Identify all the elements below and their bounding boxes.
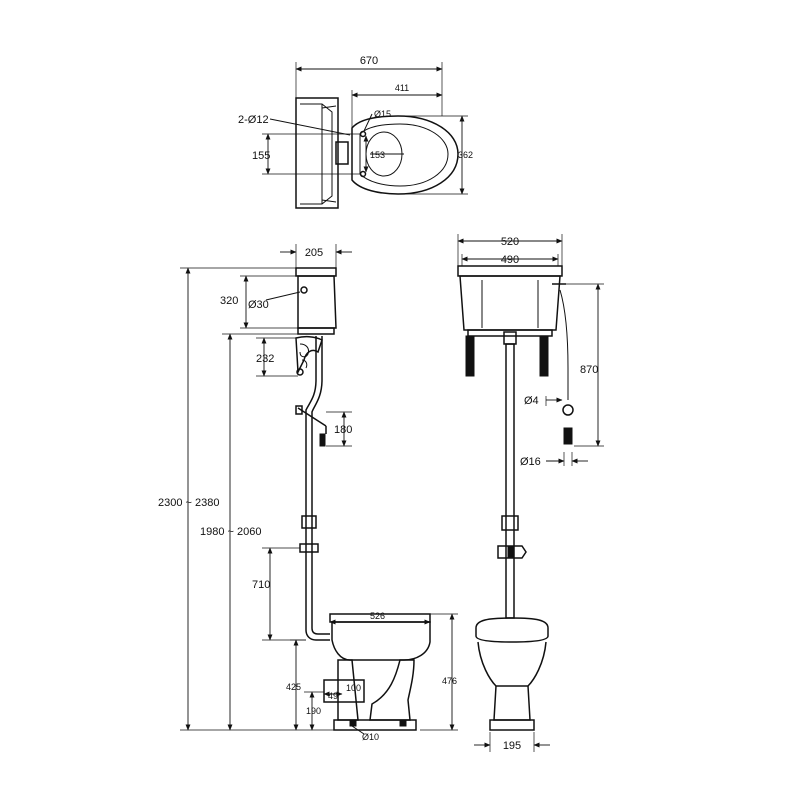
side-chain-handle — [295, 405, 327, 447]
dim-155-label: 155 — [252, 150, 270, 162]
front-flush-pipe — [497, 331, 527, 619]
dim-710: 710 — [252, 547, 306, 641]
dim-320-label: 320 — [220, 295, 238, 307]
dim-670: 670 — [295, 55, 443, 116]
dim-232-label: 232 — [256, 353, 274, 365]
dim-49-label: 49 — [328, 691, 338, 701]
dim-232: 232 — [256, 337, 298, 377]
side-pan — [323, 613, 431, 731]
dim-411: 411 — [351, 83, 443, 128]
dim-520-label: 520 — [501, 236, 519, 248]
plan-pan — [351, 115, 459, 195]
dim-180-label: 180 — [334, 424, 352, 436]
dim-153: 153 — [363, 135, 385, 173]
dim-d10: Ø10 — [351, 725, 379, 742]
dim-d15: Ø15 — [363, 109, 391, 132]
dim-870-label: 870 — [580, 364, 598, 376]
dim-2300-label: 2300 ~ 2380 — [158, 497, 219, 509]
dim-425: 425 190 — [286, 639, 324, 731]
front-chain — [559, 289, 574, 445]
plan-cistern — [295, 97, 349, 209]
dim-2-d12: 2-Ø12 — [238, 114, 351, 136]
dim-205-label: 205 — [305, 247, 323, 259]
dim-520: 520 — [457, 234, 563, 266]
dim-362: 362 — [400, 115, 473, 195]
dim-870: 870 — [566, 283, 604, 447]
dim-d4-label: Ø4 — [524, 395, 539, 407]
dim-100-label: 100 — [346, 683, 361, 693]
dim-205: 205 — [280, 244, 352, 268]
front-view: 520 490 870 Ø4 Ø16 — [457, 234, 604, 752]
dim-670-label: 670 — [360, 55, 378, 67]
front-cistern — [457, 265, 566, 377]
side-view: 205 320 Ø30 232 180 — [158, 244, 458, 742]
dim-49-100: 49 100 — [323, 683, 361, 701]
plan-view: 670 411 2-Ø12 Ø15 155 153 — [238, 55, 473, 209]
dim-1980-label: 1980 ~ 2060 — [200, 526, 261, 538]
dim-490-label: 490 — [501, 254, 519, 266]
dim-195-label: 195 — [503, 740, 521, 752]
dim-476-label: 476 — [442, 676, 457, 686]
dim-362-label: 362 — [458, 150, 473, 160]
dim-d16-label: Ø16 — [520, 456, 541, 468]
dim-d30-label: Ø30 — [248, 299, 269, 311]
dim-190-label: 190 — [306, 706, 321, 716]
dim-425-label: 425 — [286, 682, 301, 692]
dim-155: 155 — [252, 133, 360, 175]
dim-d15-label: Ø15 — [374, 109, 391, 119]
front-pan — [475, 617, 549, 731]
dim-d4: Ø4 — [524, 395, 563, 407]
dim-d16: Ø16 — [520, 452, 588, 468]
dim-180: 180 — [326, 411, 352, 447]
dim-526-label: 526 — [370, 611, 385, 621]
dim-2-d12-label: 2-Ø12 — [238, 114, 269, 126]
dim-195: 195 — [474, 732, 550, 752]
side-cistern — [295, 267, 337, 335]
dim-526: 526 — [329, 611, 431, 625]
dim-1980-2060: 1980 ~ 2060 — [200, 333, 298, 731]
dim-d10-label: Ø10 — [362, 732, 379, 742]
side-flush-pipe — [299, 336, 330, 641]
dim-320: 320 Ø30 — [220, 275, 301, 329]
dim-2300-2380: 2300 ~ 2380 — [158, 267, 334, 731]
side-bracket — [295, 335, 323, 376]
dim-411-label: 411 — [395, 83, 409, 93]
dim-153-label: 153 — [370, 150, 385, 160]
dim-490: 490 — [461, 254, 559, 266]
dim-476: 476 — [420, 613, 458, 731]
dim-710-label: 710 — [252, 579, 270, 591]
